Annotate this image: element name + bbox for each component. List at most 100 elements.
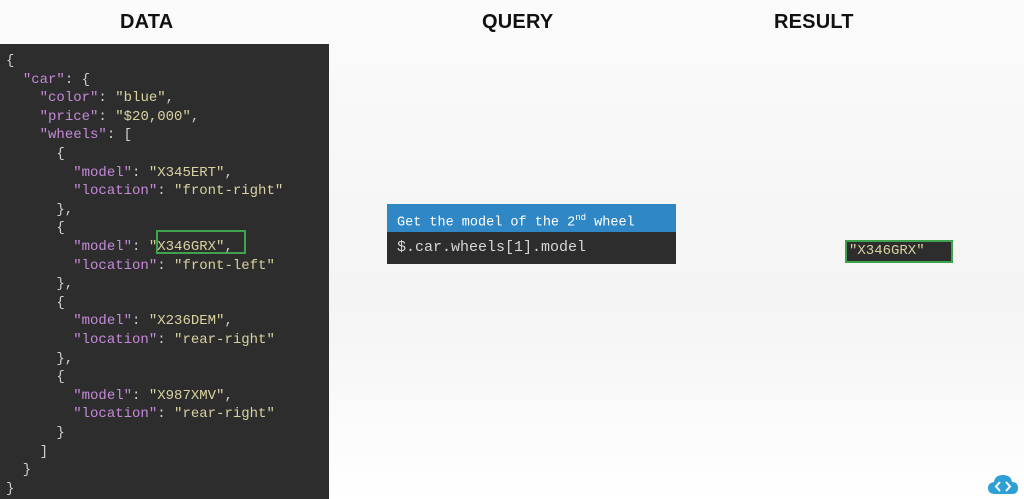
code-line: "location": "front-left" <box>6 257 275 276</box>
code-token: : <box>157 406 175 423</box>
code-token: { <box>6 369 65 386</box>
code-token: "model" <box>73 387 133 404</box>
code-token: { <box>6 294 65 311</box>
code-line: "wheels": [ <box>6 126 132 145</box>
cloud-code-logo-icon <box>988 475 1018 494</box>
code-token <box>6 313 73 329</box>
code-line: "model": "X345ERT", <box>6 164 233 183</box>
code-token: , <box>190 108 200 125</box>
code-line: { <box>6 368 65 387</box>
code-token: }, <box>6 350 74 367</box>
code-line: "car": { <box>6 71 90 90</box>
code-token: "car" <box>22 71 65 88</box>
code-token: "color" <box>39 90 99 107</box>
code-token: , <box>165 90 175 107</box>
code-token: : <box>132 387 149 404</box>
code-token: } <box>6 425 65 441</box>
code-token: "model" <box>73 164 133 181</box>
code-line: }, <box>6 201 73 220</box>
query-description: Get the model of the 2nd wheel <box>387 204 676 232</box>
code-token <box>6 239 73 255</box>
code-token: ] <box>6 443 49 460</box>
code-token: , <box>224 164 233 181</box>
code-line: "location": "rear-right" <box>6 405 275 424</box>
code-line: { <box>6 219 65 238</box>
query-description-suffix: wheel <box>586 215 635 231</box>
code-line: "color": "blue", <box>6 89 174 108</box>
code-token: "X987XMV" <box>148 387 225 404</box>
code-token: { <box>6 146 65 162</box>
code-line: "model": "X236DEM", <box>6 312 233 331</box>
code-token: , <box>224 313 233 330</box>
code-token <box>6 90 40 106</box>
code-token <box>6 165 73 181</box>
code-token: "rear-right" <box>174 332 275 348</box>
code-token: "wheels" <box>39 127 107 144</box>
code-token: "price" <box>39 108 99 125</box>
code-token: "location" <box>73 332 158 348</box>
code-token: "front-left" <box>174 257 275 274</box>
code-token: "rear-right" <box>174 406 275 423</box>
code-token: "$20,000" <box>115 108 191 125</box>
query-card: Get the model of the 2nd wheel $.car.whe… <box>387 204 676 264</box>
code-token: "X345ERT" <box>148 164 225 181</box>
code-token: "location" <box>73 257 158 274</box>
code-token: : { <box>64 71 91 88</box>
code-token <box>6 127 40 143</box>
code-token: : <box>98 90 116 107</box>
highlighted-model-box <box>156 230 246 254</box>
code-token: "location" <box>73 183 158 200</box>
code-line: } <box>6 424 65 443</box>
code-line: }, <box>6 275 73 294</box>
code-token: : <box>98 108 116 125</box>
code-token: } <box>6 480 15 497</box>
code-line: ] <box>6 443 48 462</box>
code-token: "X236DEM" <box>148 313 225 330</box>
code-token: }, <box>6 276 74 293</box>
query-heading: QUERY <box>482 11 554 33</box>
code-token: "blue" <box>115 90 166 107</box>
json-data-panel: { "car": { "color": "blue", "price": "$2… <box>0 44 329 499</box>
code-token <box>6 388 73 404</box>
code-token <box>6 258 73 274</box>
code-line: } <box>6 461 31 480</box>
code-token: "model" <box>73 313 133 330</box>
code-line: "price": "$20,000", <box>6 108 200 127</box>
code-line: }, <box>6 350 73 369</box>
code-token: "model" <box>73 239 133 255</box>
result-value: "X346GRX" <box>845 240 953 263</box>
code-token: } <box>6 462 32 479</box>
code-token: : <box>157 332 175 348</box>
code-line: } <box>6 480 14 499</box>
code-token <box>6 109 40 125</box>
code-token <box>6 406 73 422</box>
code-token <box>6 72 23 88</box>
code-line: "model": "X987XMV", <box>6 387 233 406</box>
query-description-sup: nd <box>575 213 587 223</box>
code-token: }, <box>6 201 74 218</box>
code-token: : <box>132 239 149 255</box>
code-token: "X346GRX" <box>148 239 225 255</box>
code-token: : <box>132 164 149 181</box>
code-line: "location": "rear-right" <box>6 331 275 350</box>
code-line: "location": "front-right" <box>6 182 283 201</box>
code-line: { <box>6 294 65 313</box>
query-expression: $.car.wheels[1].model <box>387 232 676 264</box>
code-line: "model": "X346GRX", <box>6 238 233 257</box>
code-token: : <box>157 183 175 200</box>
query-description-prefix: Get the model of the 2 <box>397 215 576 231</box>
data-heading: DATA <box>120 11 174 33</box>
code-token <box>6 332 73 348</box>
code-line: { <box>6 145 65 164</box>
code-token: "location" <box>73 406 158 423</box>
code-token <box>6 183 73 199</box>
code-token: : <box>157 257 175 274</box>
code-token: "front-right" <box>174 183 284 200</box>
result-heading: RESULT <box>774 11 854 33</box>
code-token: : <box>132 313 149 330</box>
code-token: : [ <box>106 127 133 144</box>
code-token: , <box>224 239 233 255</box>
code-token: , <box>224 387 233 404</box>
code-line: { <box>6 52 14 71</box>
code-token: { <box>6 220 65 237</box>
